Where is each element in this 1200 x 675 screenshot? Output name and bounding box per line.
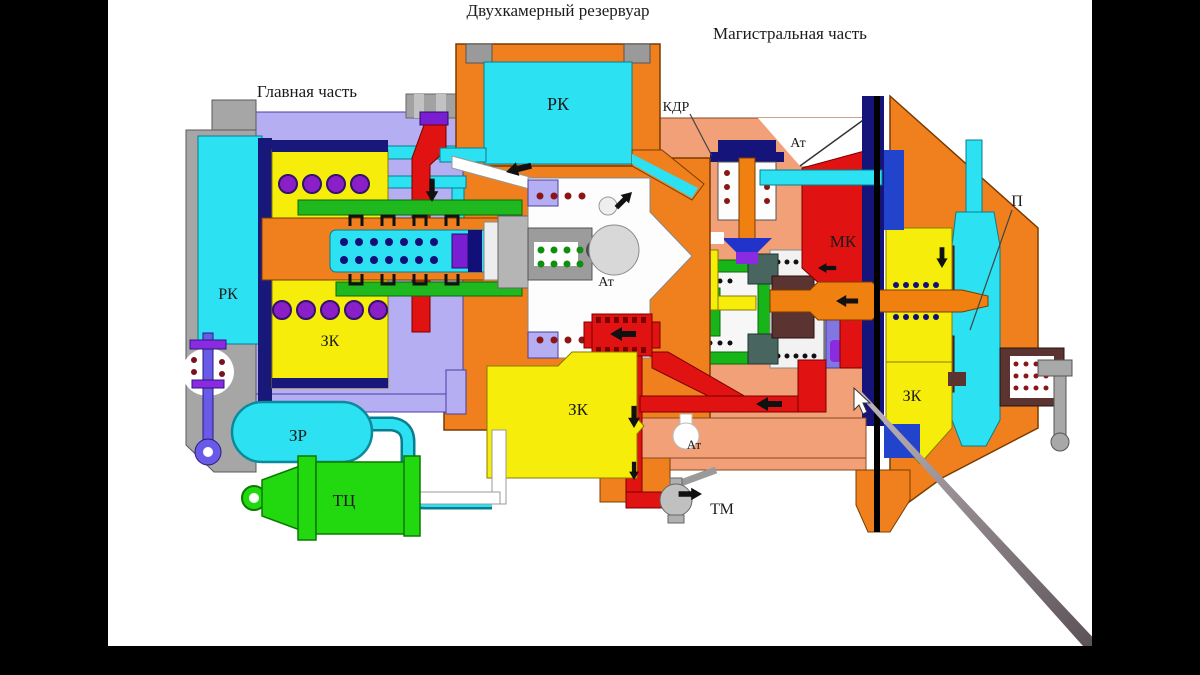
rk-left-label: РК: [218, 286, 238, 303]
zr-label: ЗР: [289, 426, 307, 445]
spring-coils: [272, 174, 388, 320]
right-diaphragm: [862, 96, 884, 426]
main-section-title: Главная часть: [257, 82, 357, 101]
tc-cylinder: [241, 455, 421, 541]
blue-passage: [884, 150, 904, 230]
at-bottom-label: Ат: [687, 437, 702, 452]
two-chamber-reservoir: [439, 43, 705, 201]
zk-center-label: ЗК: [568, 400, 589, 419]
green-channel: [297, 199, 523, 216]
valve-ball: [588, 224, 640, 276]
lavender-duct: [445, 369, 467, 415]
at-center-label: Ат: [598, 275, 614, 290]
right-letterbox-bar: [1092, 0, 1200, 675]
spring-dots: [893, 282, 939, 320]
mouse-cursor-icon: [853, 386, 872, 415]
release-valve: [189, 332, 227, 466]
left-end-cap: [182, 99, 272, 473]
p-chamber: [951, 139, 1001, 447]
left-letterbox-bar: [0, 0, 108, 675]
rk-left-chamber: [197, 135, 263, 345]
p-leader-line: [969, 209, 1013, 331]
bolt: [465, 43, 493, 64]
spring-dots: [536, 192, 586, 344]
mk-label: МК: [830, 232, 857, 251]
spring-dots: [340, 238, 438, 264]
rk-reservoir-chamber: [483, 61, 633, 165]
spring-dots: [537, 246, 584, 268]
rk-reservoir-label: РК: [547, 94, 570, 114]
bolt: [623, 43, 651, 64]
spring-clips: [348, 214, 460, 286]
valve-cap: [419, 111, 449, 126]
tm-label: ТМ: [710, 501, 734, 518]
line-section-title: Магистральная часть: [713, 24, 867, 43]
cone-foot: [855, 469, 911, 533]
cyan-channel: [759, 169, 883, 186]
main-piston: [261, 199, 529, 297]
bottom-letterbox-bar: [0, 646, 1200, 675]
center-valve-chamber: [527, 177, 693, 359]
tm-ball-valve: [625, 466, 718, 524]
tc-pipe: [419, 429, 507, 505]
vent-cut: [758, 118, 866, 166]
pointer-stick: [858, 392, 1101, 655]
kdr-leader-line: [689, 113, 713, 157]
reservoir-title: Двухкамерный резервуар: [466, 1, 649, 20]
at-top-label: Ат: [790, 136, 806, 151]
diagram-labels: Двухкамерный резервуар Магистральная час…: [218, 1, 1023, 518]
right-bolt-handle: [1037, 359, 1073, 452]
p-label: П: [1011, 193, 1023, 210]
zk-center-chamber: [486, 351, 645, 479]
zk-left-label: ЗК: [321, 333, 340, 350]
diaphragm-stem: [874, 96, 880, 532]
kdr-label: КДР: [663, 100, 690, 115]
brake-pipe-red-system: [583, 313, 827, 503]
at-bottom-vent: [672, 413, 700, 450]
tc-label: ТЦ: [333, 491, 356, 510]
green-channel: [335, 281, 523, 297]
zk-right-label: ЗК: [903, 388, 922, 405]
left-diaphragm: [258, 138, 272, 438]
